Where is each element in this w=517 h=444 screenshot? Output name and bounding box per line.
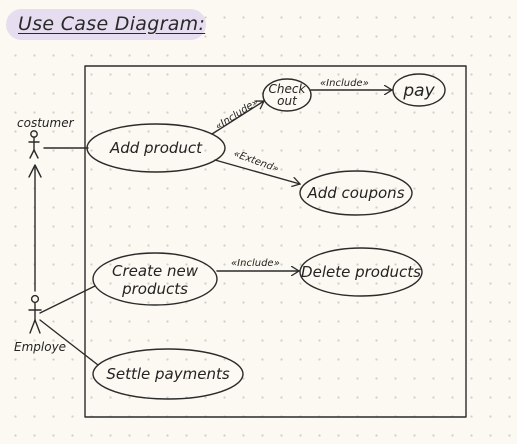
pay-label: pay xyxy=(402,81,435,101)
delete-products-label: Delete products xyxy=(301,263,421,281)
create-products-label-line1: Create new xyxy=(112,262,199,280)
employee-settle-link xyxy=(39,319,99,366)
generalization-arrowhead xyxy=(28,164,42,178)
employee-label: Employe xyxy=(14,340,66,354)
employee-actor xyxy=(28,294,42,334)
use-case-add-product xyxy=(86,123,226,173)
check-out-label-line2: out xyxy=(277,94,298,108)
customer-actor xyxy=(28,130,40,159)
system-boundary xyxy=(84,65,467,418)
include-arrow-add-to-checkout xyxy=(211,100,264,135)
settle-payments-label: Settle payments xyxy=(106,365,229,383)
use-case-create-products xyxy=(92,252,218,306)
use-case-settle-payments xyxy=(92,348,244,400)
include-label-checkout-pay: «Include» xyxy=(320,78,369,89)
add-product-label: Add product xyxy=(109,139,203,157)
use-case-add-coupons xyxy=(299,170,413,216)
include-label-add-checkout: «Include» xyxy=(214,97,261,133)
diagram-title: Use Case Diagram: xyxy=(18,13,206,35)
customer-label: costumer xyxy=(17,116,75,130)
title-highlight xyxy=(6,9,206,40)
add-coupons-label: Add coupons xyxy=(306,184,404,202)
extend-arrow-add-to-coupons xyxy=(214,159,300,184)
employee-create-link xyxy=(39,285,96,314)
create-products-label-line2: products xyxy=(121,280,188,298)
check-out-label-line1: Check xyxy=(269,82,307,96)
include-label-create-delete: «Include» xyxy=(231,258,280,269)
use-case-check-out xyxy=(262,78,312,112)
